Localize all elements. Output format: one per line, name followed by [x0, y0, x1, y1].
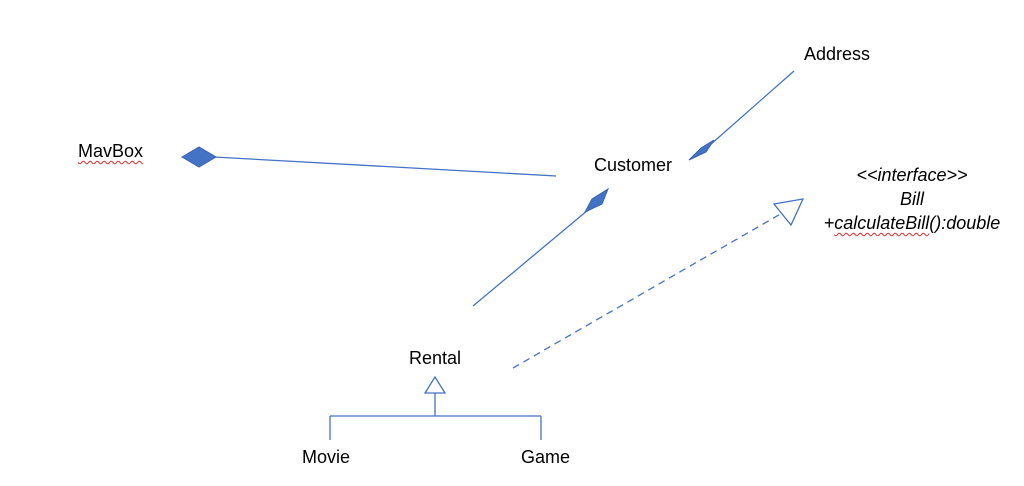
- class-game: Game: [521, 447, 571, 467]
- interface-stereotype: <<interface>>: [856, 165, 968, 185]
- interface-method: +calculateBill():double: [800, 211, 1024, 235]
- class-mavbox: MavBox: [78, 141, 144, 161]
- customer-address-line: [709, 70, 795, 146]
- customer-address-composition-diamond: [688, 139, 715, 161]
- method-suffix: ():double: [929, 213, 1001, 233]
- class-address: Address: [804, 44, 871, 64]
- class-customer: Customer: [594, 155, 673, 175]
- method-name: calculateBill: [834, 213, 930, 233]
- class-rental: Rental: [409, 348, 462, 368]
- mavbox-customer-line: [213, 156, 557, 177]
- method-prefix: +: [823, 213, 835, 233]
- customer-rental-line: [472, 204, 595, 307]
- rental-bill-realization-line: [512, 211, 785, 369]
- interface-name: Bill: [899, 189, 924, 209]
- mavbox-composition-diamond: [181, 146, 217, 168]
- customer-rental-composition-diamond: [583, 187, 610, 214]
- bill-realization-arrowhead: [772, 198, 805, 227]
- interface-bill: <<interface>> Bill +calculateBill():doub…: [800, 163, 1024, 235]
- class-movie: Movie: [302, 447, 351, 467]
- rental-generalization-arrowhead: [423, 375, 447, 394]
